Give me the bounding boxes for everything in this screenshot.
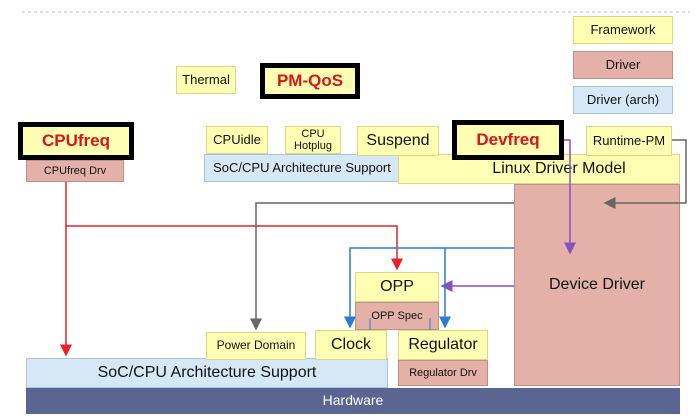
suspend-label: Suspend: [366, 132, 430, 150]
cpu-hotplug-label-line2: Hotplug: [294, 140, 332, 152]
hardware-label: Hardware: [322, 392, 384, 409]
regulator-box: Regulator: [398, 330, 488, 360]
cpufreq-label: CPUfreq: [41, 130, 110, 150]
soc-cpu-arch-support-top: SoC/CPU Architecture Support: [204, 154, 400, 182]
cpufreq-box: CPUfreq: [18, 122, 134, 160]
opp-box: OPP: [355, 272, 439, 302]
power-domain-label: Power Domain: [216, 338, 296, 353]
legend-framework: Framework: [573, 16, 673, 44]
legend-driver-arch: Driver (arch): [573, 86, 673, 114]
legend-driver-label: Driver: [605, 56, 641, 72]
legend-driver: Driver: [573, 51, 673, 79]
devfreq-box: Devfreq: [452, 120, 564, 160]
runtime-pm-label: Runtime-PM: [592, 132, 666, 148]
cpuidle-label: CPUidle: [213, 131, 261, 147]
hardware-bar: Hardware: [26, 388, 680, 414]
cpuidle-box: CPUidle: [206, 126, 268, 154]
regulator-drv-box: Regulator Drv: [398, 360, 488, 386]
devfreq-label: Devfreq: [476, 129, 540, 149]
cpu-hotplug-box: CPU Hotplug: [285, 126, 341, 154]
legend-framework-label: Framework: [590, 21, 656, 37]
device-driver-label: Device Driver: [548, 276, 645, 294]
regulator-drv-label: Regulator Drv: [409, 366, 477, 379]
runtime-pm-box: Runtime-PM: [586, 126, 672, 156]
cpufreq-drv-label: CPUfreq Drv: [43, 164, 107, 177]
pm-qos-box: PM-QoS: [260, 63, 360, 99]
device-driver-box: Device Driver: [514, 184, 680, 386]
linux-driver-model-label: Linux Driver Model: [492, 160, 626, 178]
thermal-box: Thermal: [176, 66, 236, 94]
soc-cpu-arch-support-top-label: SoC/CPU Architecture Support: [213, 159, 391, 175]
opp-label: OPP: [380, 278, 414, 296]
legend-driver-arch-label: Driver (arch): [586, 91, 660, 107]
pm-qos-label: PM-QoS: [276, 70, 344, 90]
regulator-label: Regulator: [408, 336, 478, 354]
clock-label: Clock: [330, 336, 371, 354]
soc-cpu-arch-support-bottom: SoC/CPU Architecture Support: [26, 358, 388, 388]
cpufreq-drv-box: CPUfreq Drv: [26, 160, 124, 182]
soc-cpu-arch-support-bottom-label: SoC/CPU Architecture Support: [97, 364, 317, 382]
opp-spec-box: OPP Spec: [355, 302, 439, 330]
clock-box: Clock: [315, 330, 387, 360]
suspend-box: Suspend: [357, 126, 439, 156]
cpu-hotplug-label-line1: CPU: [301, 127, 325, 140]
thermal-label: Thermal: [182, 71, 230, 87]
power-domain-box: Power Domain: [206, 332, 306, 360]
opp-spec-label: OPP Spec: [371, 309, 423, 322]
